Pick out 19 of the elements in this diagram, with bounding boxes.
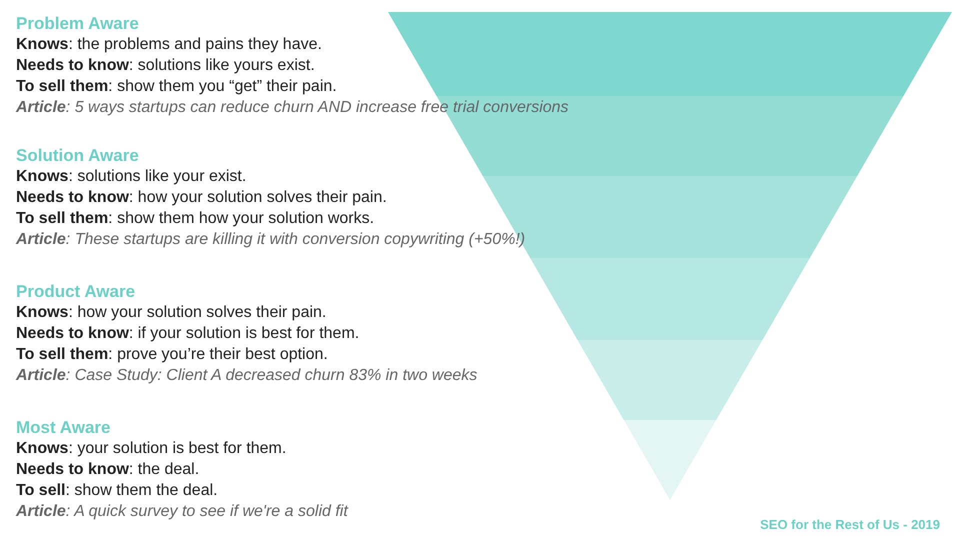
description-line: Needs to know: how your solution solves their pain. [16,188,387,208]
description-line: To sell: show them the deal. [16,481,218,501]
description-line: Knows: your solution is best for them. [16,439,286,459]
section-heading: Most Aware [16,418,110,438]
description-line: To sell them: show them you “get” their pain. [16,77,337,97]
caption: SEO for the Rest of Us - 2019 [760,517,940,532]
article-title: Article: Case Study: Client A decreased churn 83% in two weeks [16,366,478,386]
description-line: Knows: the problems and pains they have. [16,35,322,55]
description-line: Needs to know: solutions like yours exist. [16,56,315,76]
description-line: To sell them: show them how your solution works. [16,209,374,229]
description-line: Knows: solutions like your exist. [16,167,246,187]
description-line: Knows: how your solution solves their pain. [16,303,326,323]
description-line: To sell them: prove you’re their best option. [16,345,328,365]
description-line: Needs to know: the deal. [16,460,200,480]
description-line: Needs to know: if your solution is best for them. [16,324,360,344]
section-heading: Problem Aware [16,14,139,34]
article-title: Article: A quick survey to see if we're a solid fit [16,502,348,522]
section-heading: Solution Aware [16,146,139,166]
section-heading: Product Aware [16,282,136,302]
